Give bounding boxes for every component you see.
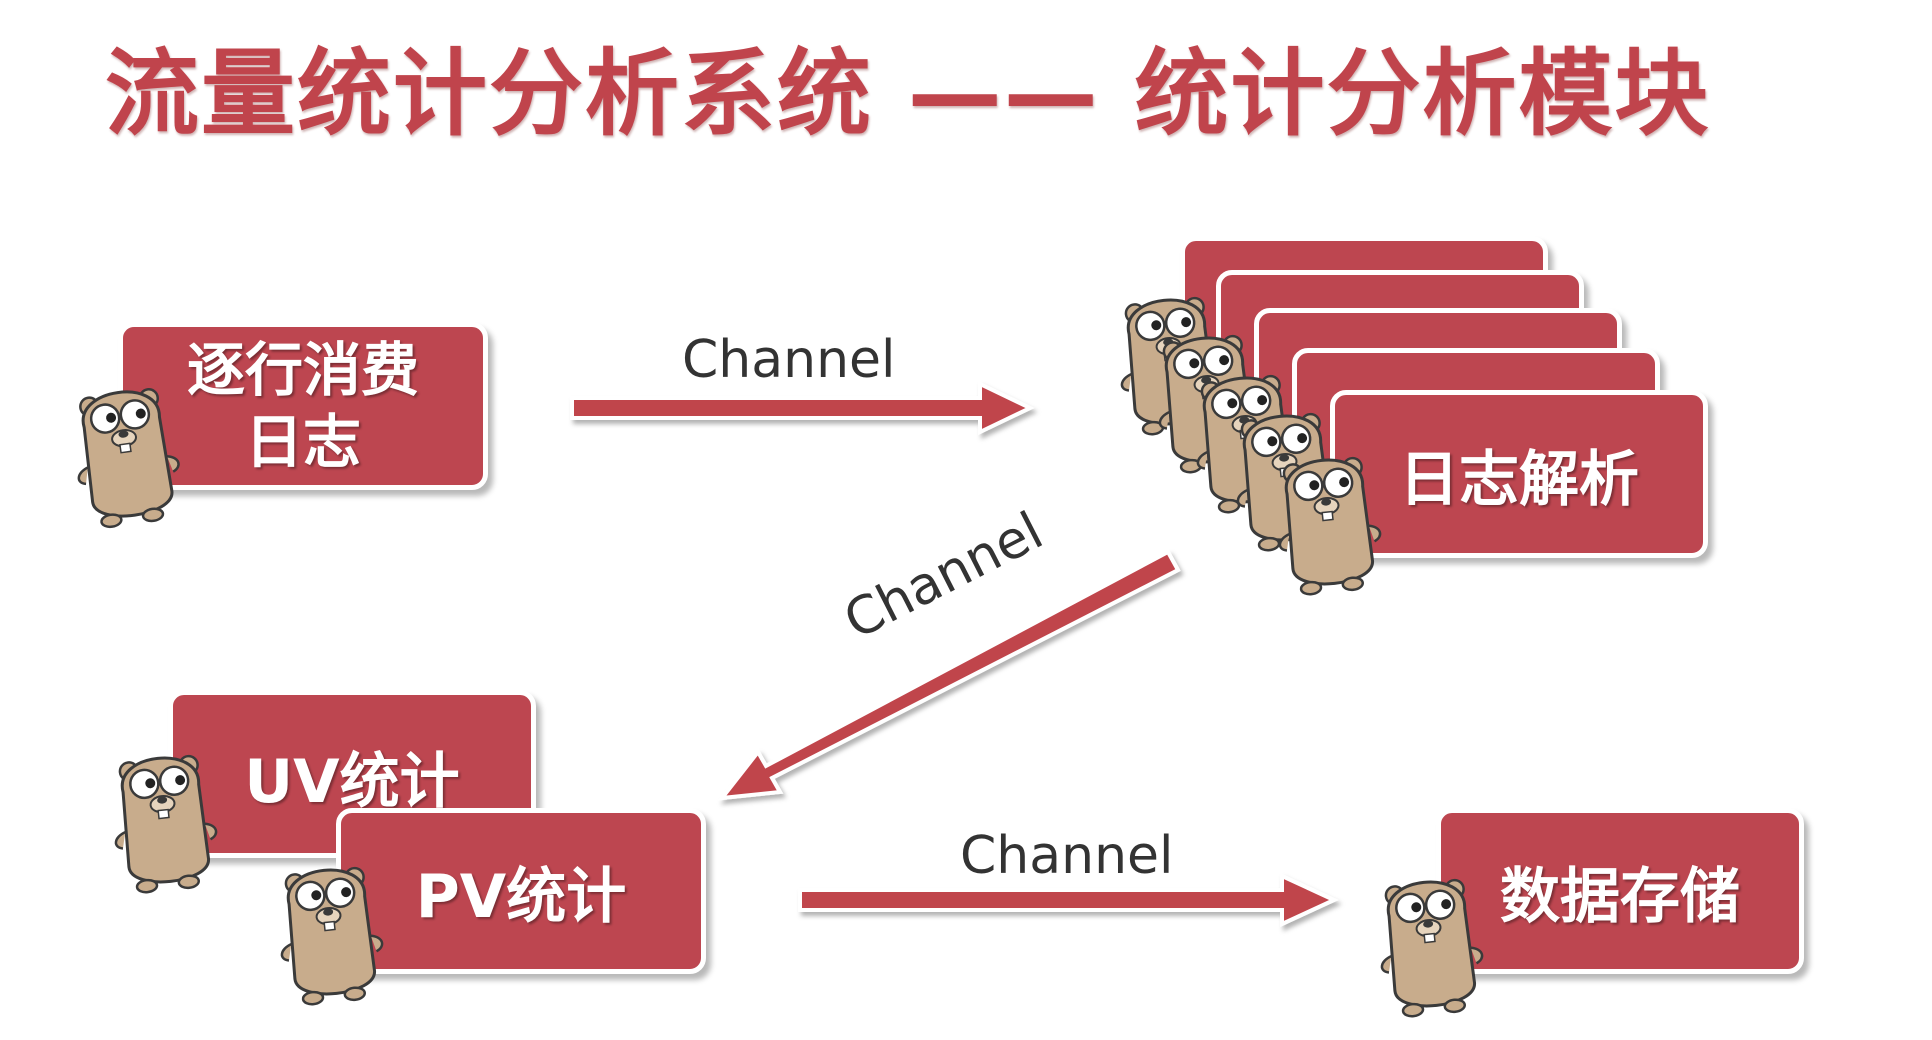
gopher-icon [272, 863, 390, 1009]
arrow-consume-to-parse [570, 380, 1035, 436]
storage-box: 数据存储 [1436, 808, 1804, 974]
consume-log-line1: 逐行消费 [186, 336, 419, 404]
gopher-icon [1270, 453, 1388, 599]
gopher-icon [106, 751, 224, 897]
page-title: 流量统计分析系统 —— 统计分析模块 [105, 40, 1711, 149]
arrow-parse-to-stats [717, 549, 1181, 801]
log-parse-box: 日志解析 [1330, 390, 1708, 558]
pv-stat-box: PV统计 [336, 808, 706, 974]
log-parse-label: 日志解析 [1399, 444, 1639, 515]
arrow-pv-to-storage [798, 872, 1339, 928]
edge-label-channel-1: Channel [682, 330, 896, 390]
pv-stat-label: PV统计 [415, 861, 627, 932]
edge-label-channel-3: Channel [960, 826, 1174, 886]
gopher-icon [66, 384, 188, 532]
consume-log-line2: 日志 [244, 408, 361, 476]
uv-stat-label: UV统计 [244, 747, 460, 817]
storage-label: 数据存储 [1500, 861, 1740, 932]
gopher-icon [1372, 875, 1490, 1021]
